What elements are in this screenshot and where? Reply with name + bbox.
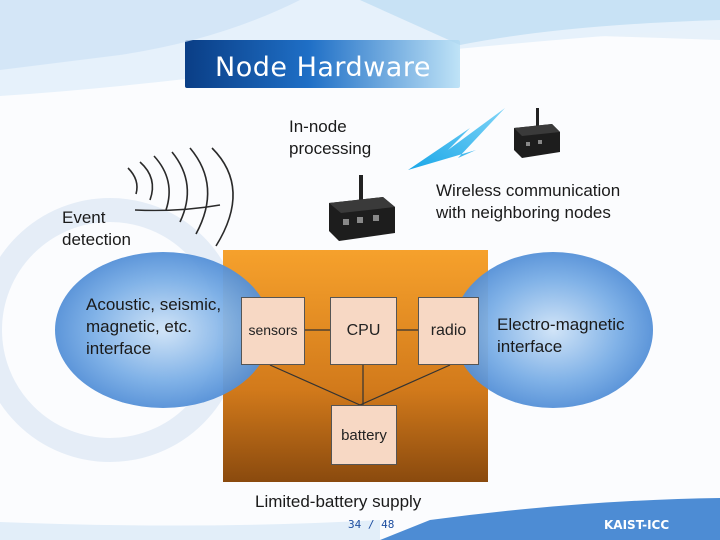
sensors-block: sensors bbox=[241, 297, 305, 365]
sensor-node-device-icon bbox=[329, 175, 395, 241]
page-number: 34 / 48 bbox=[348, 518, 395, 531]
limited-battery-label: Limited-battery supply bbox=[255, 492, 422, 511]
cpu-block: CPU bbox=[330, 297, 397, 365]
radio-block: radio bbox=[418, 297, 479, 365]
sensor-node-device-icon bbox=[514, 108, 560, 158]
acoustic-interface-label: Acoustic, seismic, magnetic, etc. interf… bbox=[86, 295, 222, 358]
electro-magnetic-interface-label: Electro-magnetic interface bbox=[497, 315, 625, 356]
lightning-bolt-icon bbox=[408, 108, 505, 170]
in-node-processing-label: In-node processing bbox=[289, 117, 372, 158]
event-detection-label: Event detection bbox=[62, 208, 131, 249]
footer-org: KAIST-ICC bbox=[604, 518, 670, 532]
wireless-communication-label: Wireless communication with neighboring … bbox=[436, 181, 621, 222]
slide-title: Node Hardware bbox=[215, 52, 431, 83]
battery-block: battery bbox=[331, 405, 397, 465]
signal-waves-icon bbox=[127, 147, 234, 247]
